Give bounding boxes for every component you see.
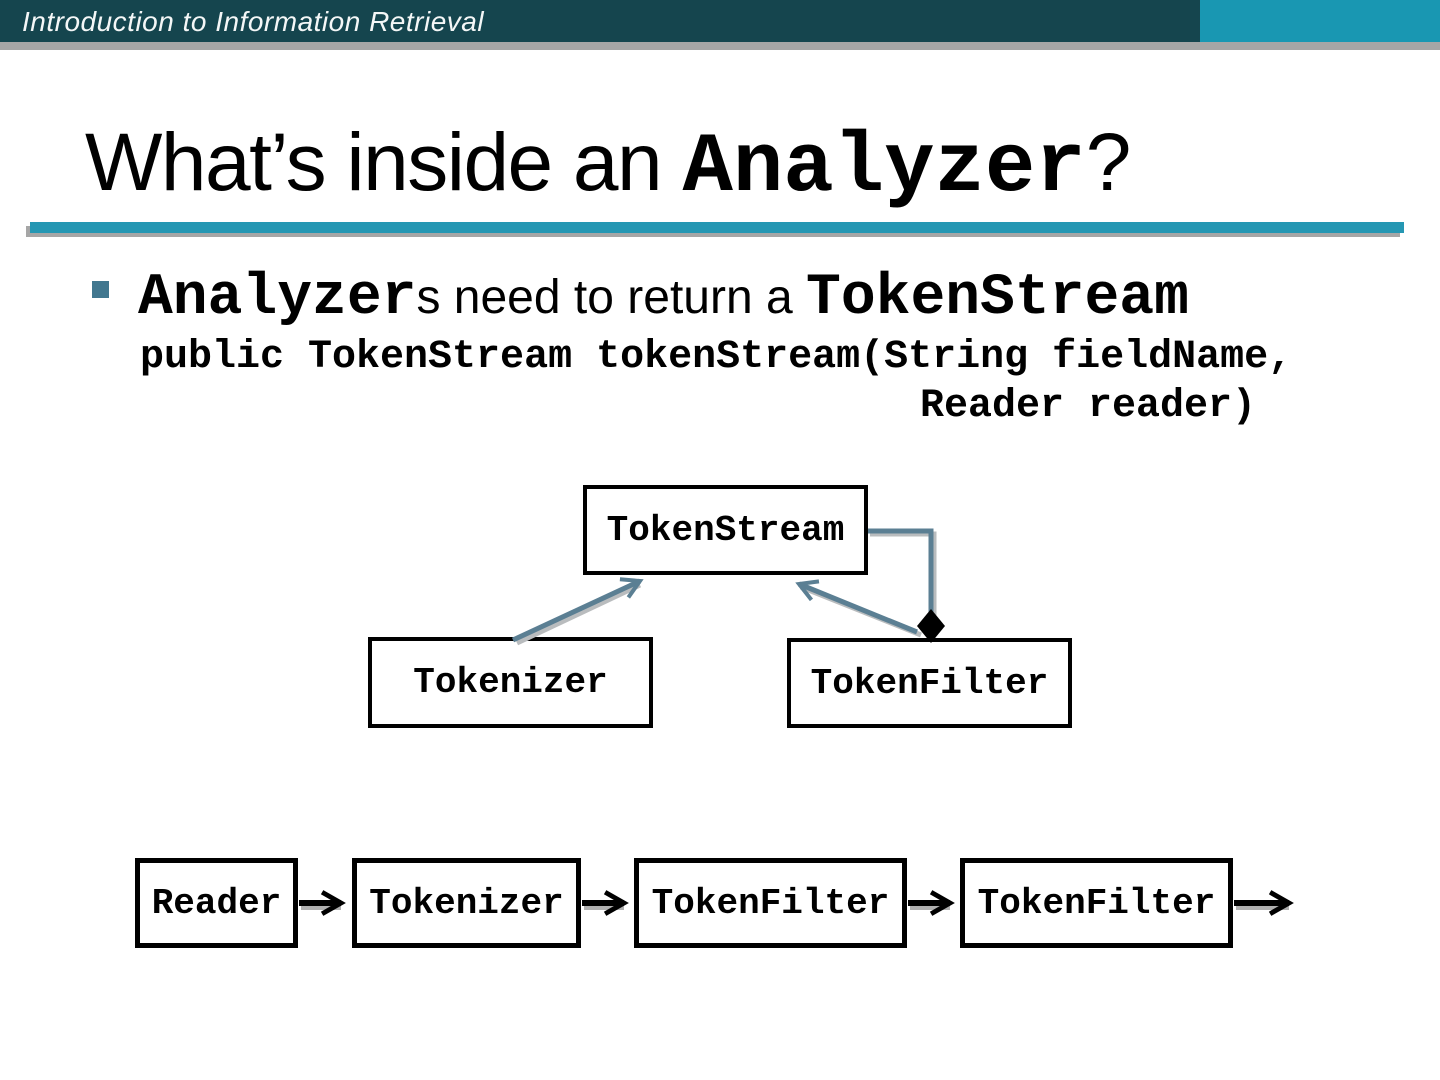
uml-node-tokenizer-label: Tokenizer (413, 662, 608, 703)
bullet-text: Analyzers need to return a TokenStream (138, 266, 1189, 341)
pipeline-node-tokenfilter-1: TokenFilter (634, 858, 907, 948)
code-line-1: public TokenStream tokenStream(String fi… (140, 335, 1293, 380)
composition-connector-shadow (870, 531, 937, 616)
slide-title-suffix: ? (1085, 117, 1132, 208)
uml-node-tokenizer: Tokenizer (368, 637, 653, 728)
bullet-tokenstream: TokenStream (806, 266, 1189, 331)
slide-title-analyzer: Analyzer (682, 121, 1086, 216)
bullet-sans-text: s need to return a (416, 271, 807, 324)
uml-node-tokenstream: TokenStream (583, 485, 868, 575)
code-line-2: Reader reader) (920, 384, 1257, 429)
pipeline-node-tokenfilter-2-label: TokenFilter (977, 882, 1216, 924)
slide-title: What’s inside an Analyzer? (85, 122, 1131, 211)
uml-node-tokenfilter: TokenFilter (787, 638, 1072, 728)
uml-node-tokenfilter-label: TokenFilter (810, 662, 1049, 704)
bullet-marker (92, 281, 109, 298)
inheritance-arrow-tokenizer-shadow (515, 582, 642, 646)
pipeline-node-reader-label: Reader (151, 882, 282, 924)
pipeline-node-tokenizer: Tokenizer (352, 858, 581, 948)
inheritance-arrow-tokenfilter (795, 579, 918, 635)
header-bar-accent (1200, 0, 1440, 42)
bullet-analyzer: Analyzer (138, 266, 417, 331)
uml-node-tokenstream-label: TokenStream (606, 509, 845, 551)
inheritance-arrow-tokenfilter-shadow (800, 584, 922, 638)
slide-title-prefix: What’s inside an (85, 117, 683, 208)
inheritance-arrow-tokenizer (511, 577, 644, 643)
course-title: Introduction to Information Retrieval (22, 6, 485, 37)
title-underline (30, 222, 1404, 233)
pipeline-node-tokenfilter-2: TokenFilter (960, 858, 1233, 948)
composition-connector (868, 528, 934, 614)
header-bar-dark (0, 0, 1200, 42)
pipeline-node-reader: Reader (135, 858, 298, 948)
pipeline-node-tokenizer-label: Tokenizer (369, 882, 564, 924)
header-divider (0, 42, 1440, 50)
pipeline-node-tokenfilter-1-label: TokenFilter (651, 882, 890, 924)
